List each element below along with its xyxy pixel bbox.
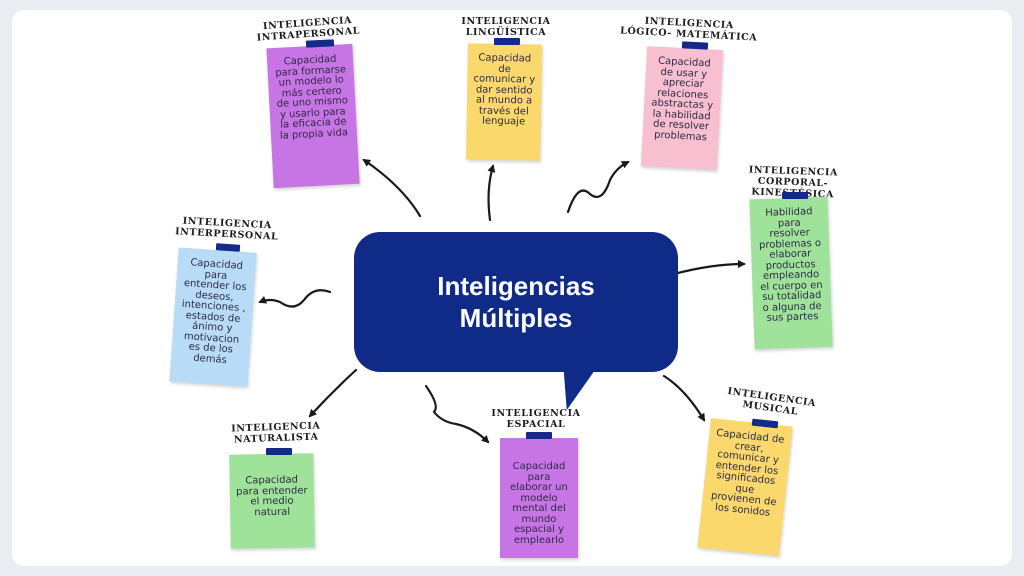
note-logico-text: Capacidad de usar y apreciar relaciones … <box>651 55 714 143</box>
title-naturalista: INTELIGENCIA NATURALISTA <box>224 420 329 446</box>
arrow-to-logico <box>566 160 630 214</box>
arrow-to-intrapersonal <box>362 158 422 218</box>
mind-map-canvas: Inteligencias Múltiples INTELIGENCIA INT… <box>12 10 1012 566</box>
note-logico: Capacidad de usar y apreciar relaciones … <box>640 46 724 170</box>
arrow-to-linguistica <box>487 164 496 222</box>
tape-linguistica <box>494 38 520 45</box>
note-musical: Capacidad de crear, comunicar y entender… <box>697 418 793 556</box>
arrow-to-espacial <box>424 384 490 444</box>
note-naturalista: Capacidad para entender el medio natural <box>229 453 315 549</box>
title-espacial-line2: ESPACIAL <box>506 419 566 430</box>
tape-logico <box>681 41 709 50</box>
note-espacial: Capacidad para elaborar un modelo mental… <box>500 438 578 558</box>
title-linguistica-line2: LINGÜÍSTICA <box>465 27 547 38</box>
note-naturalista-text: Capacidad para entender el medio natural <box>236 474 308 518</box>
note-interpersonal: Capacidad para entender los deseos, inte… <box>169 247 257 387</box>
title-espacial: INTELIGENCIA ESPACIAL <box>490 408 582 430</box>
arrow-to-naturalista <box>308 368 358 418</box>
note-intrapersonal: Capacidad para formarse un modelo lo más… <box>266 43 360 189</box>
title-linguistica-line1: INTELIGENCIA <box>461 16 551 27</box>
note-interpersonal-text: Capacidad para entender los deseos, inte… <box>181 257 247 366</box>
tape-naturalista <box>266 448 292 455</box>
arrow-to-musical <box>662 374 706 422</box>
note-espacial-text: Capacidad para elaborar un modelo mental… <box>510 461 568 546</box>
central-topic-bubble: Inteligencias Múltiples <box>354 232 678 372</box>
tape-corporal <box>782 192 808 199</box>
tape-espacial <box>526 432 552 439</box>
note-musical-text: Capacidad de crear, comunicar y entender… <box>710 427 785 519</box>
bubble-tail <box>556 364 600 410</box>
note-corporal-text: Habilidad para resolver problemas o elab… <box>758 206 823 324</box>
tape-intrapersonal <box>305 39 335 48</box>
note-linguistica: Capacidad de comunicar y dar sentido al … <box>465 43 543 161</box>
title-espacial-line1: INTELIGENCIA <box>491 408 581 419</box>
note-linguistica-text: Capacidad de comunicar y dar sentido al … <box>473 52 536 128</box>
central-topic-line2: Múltiples <box>459 303 573 333</box>
arrow-to-corporal <box>672 260 746 276</box>
note-corporal: Habilidad para resolver problemas o elab… <box>749 196 833 350</box>
note-intrapersonal-text: Capacidad para formarse un modelo lo más… <box>274 53 349 142</box>
connector-arrows <box>258 158 746 444</box>
central-topic-line1: Inteligencias <box>437 271 595 301</box>
arrow-to-interpersonal <box>258 289 332 308</box>
title-linguistica: INTELIGENCIA LINGÜÍSTICA <box>456 16 556 38</box>
